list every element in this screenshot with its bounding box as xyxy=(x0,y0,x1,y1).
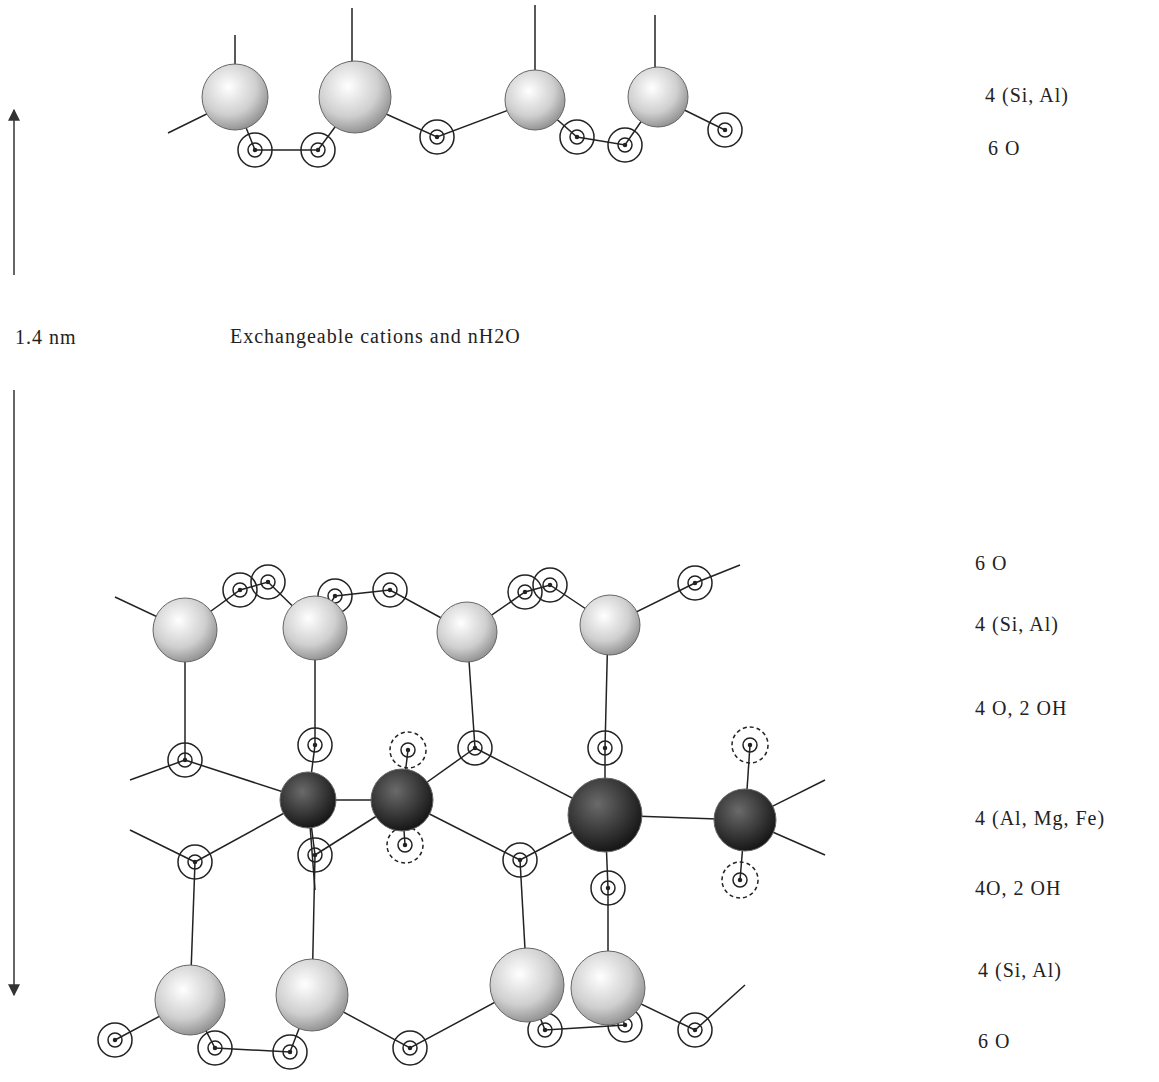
layer-label: 4 (Si, Al) xyxy=(985,83,1069,107)
layer-label: 4 (Si, Al) xyxy=(978,958,1062,982)
interlayer-label: Exchangeable cations and nH2O xyxy=(230,324,521,348)
layer-label: 4 (Al, Mg, Fe) xyxy=(975,806,1105,830)
layer-label: 6 O xyxy=(975,551,1007,575)
layer-label: 6 O xyxy=(988,136,1020,160)
layer-label: 4O, 2 OH xyxy=(975,876,1061,900)
layer-label: 4 (Si, Al) xyxy=(975,612,1059,636)
layer-label: 6 O xyxy=(978,1029,1010,1053)
dimension-label: 1.4 nm xyxy=(15,323,77,351)
layer-label: 4 O, 2 OH xyxy=(975,696,1067,720)
